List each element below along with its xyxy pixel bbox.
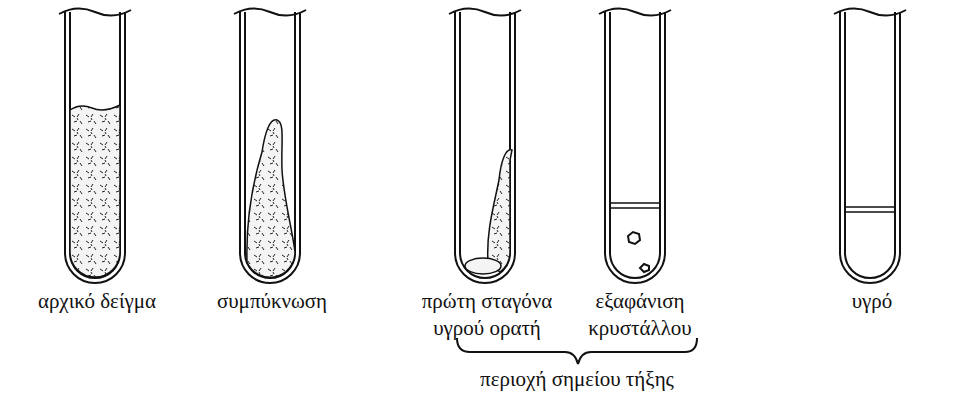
bracket bbox=[457, 338, 697, 364]
tube-inner-wall bbox=[845, 12, 895, 278]
range-label: περιοχή σημείου τήξης bbox=[447, 366, 707, 393]
tube-inner-wall bbox=[70, 12, 120, 278]
liquid-level bbox=[610, 203, 660, 208]
tube-outer-wall bbox=[65, 12, 125, 283]
liquid-level bbox=[845, 207, 895, 212]
cut-line bbox=[59, 8, 131, 15]
tube-outer-wall bbox=[840, 12, 900, 283]
stage-label: υγρό bbox=[822, 288, 922, 315]
compacted-sample bbox=[247, 120, 295, 277]
tube-inner-wall bbox=[245, 12, 295, 278]
tube-outer-wall bbox=[605, 12, 665, 283]
stage-label: πρώτη σταγόνα υγρού ορατή bbox=[412, 288, 562, 342]
stage-label: εξαφάνιση κρυστάλλου bbox=[578, 288, 702, 342]
tube-inner-wall bbox=[610, 12, 660, 278]
stage-label: αρχικό δείγμα bbox=[12, 288, 182, 315]
crystal bbox=[628, 232, 640, 244]
cut-line bbox=[834, 8, 906, 15]
tube-outer-wall bbox=[240, 12, 300, 283]
crystal bbox=[640, 264, 649, 272]
cut-line bbox=[234, 8, 306, 15]
tube-outer-wall bbox=[455, 12, 515, 283]
liquid-drop bbox=[465, 258, 501, 274]
solid-sample bbox=[70, 105, 120, 277]
stage-label: συμπύκνωση bbox=[197, 288, 347, 315]
cut-line bbox=[449, 8, 521, 15]
cut-line bbox=[599, 8, 671, 15]
compacted-sample bbox=[488, 150, 512, 272]
